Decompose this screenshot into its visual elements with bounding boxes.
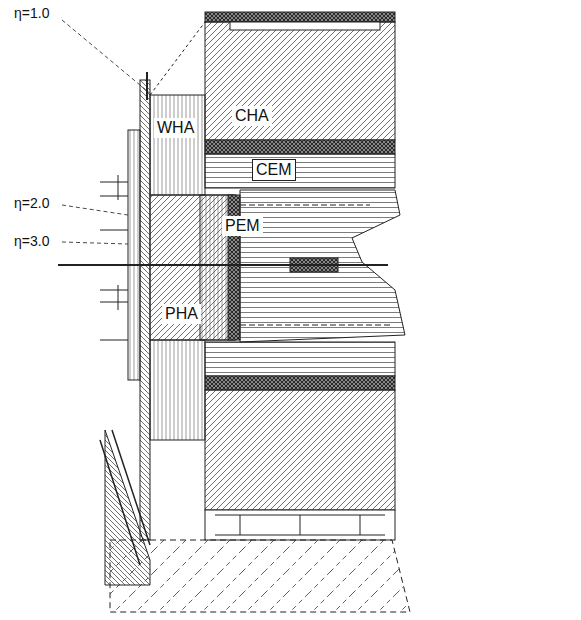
eta-label: η=2.0 xyxy=(12,196,51,211)
central-tracker xyxy=(58,190,405,342)
top-strip xyxy=(230,22,380,30)
rail xyxy=(100,430,150,565)
wall-hadron xyxy=(150,340,205,440)
eta-label: η=3.0 xyxy=(12,234,51,249)
upper-calorimeter xyxy=(150,12,395,195)
region-label: CHA xyxy=(232,106,272,126)
dark-band xyxy=(205,140,395,154)
region-label: WHA xyxy=(154,118,197,138)
wall-hadron xyxy=(150,95,205,195)
eta-label: η=1.0 xyxy=(12,6,51,21)
floor xyxy=(110,540,410,612)
frame-members xyxy=(215,515,385,535)
dark-band xyxy=(205,376,395,390)
top-plate xyxy=(205,12,395,22)
plate xyxy=(140,80,150,540)
side-bracket xyxy=(105,430,150,585)
post xyxy=(146,72,148,100)
plug-face xyxy=(128,130,140,380)
eta-leader xyxy=(62,242,128,244)
region-label: CEM xyxy=(252,159,296,181)
em-layers xyxy=(205,342,395,376)
boundary-line xyxy=(150,22,205,95)
floor-support xyxy=(100,430,410,612)
eta-lines xyxy=(62,20,152,244)
beam-line xyxy=(58,264,388,266)
lower-calorimeter xyxy=(150,340,395,540)
support-frame xyxy=(205,510,395,540)
eta-leader xyxy=(62,205,128,215)
cable-stubs xyxy=(100,175,128,340)
hadron-hatch xyxy=(205,22,395,140)
em-layers xyxy=(205,154,395,188)
region-label: PEM xyxy=(222,216,263,236)
hadron-hatch xyxy=(205,390,395,510)
region-label: PHA xyxy=(162,304,201,324)
eta-leader xyxy=(62,20,152,95)
